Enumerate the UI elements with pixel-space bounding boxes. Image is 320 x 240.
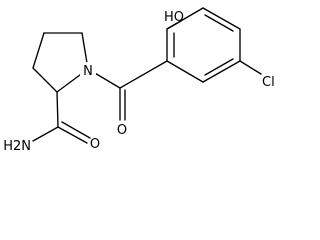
atom-label-nitrogen: N — [83, 64, 93, 79]
atom-label-amide-nitrogen: H2N — [3, 139, 31, 154]
benzene-ring — [166, 7, 241, 83]
atom-labels: N HO Cl O O H2N — [3, 10, 274, 154]
pyrrolidine-ring — [32, 32, 89, 93]
bond-ring-cl — [239, 60, 262, 75]
bond-ring-3 — [202, 7, 241, 30]
atom-label-hydroxyl: HO — [164, 10, 184, 25]
bond-ring-5 — [202, 60, 241, 83]
bond-amide-c-o-1 — [57, 126, 88, 144]
molecule-drawing: N HO Cl O O H2N — [3, 7, 275, 154]
bond-c2-amide-c — [56, 91, 59, 128]
carboxamide-group — [32, 91, 91, 144]
bond-ring-inner-c — [204, 58, 234, 76]
bond-c3-c4 — [32, 32, 45, 69]
bond-ring-6 — [166, 60, 204, 83]
bond-ring-inner-b — [204, 14, 234, 32]
atom-label-carbonyl-oxygen: O — [117, 123, 127, 138]
bond-amide-c-n — [32, 126, 59, 142]
structure-diagram: N HO Cl O O H2N — [3, 7, 275, 154]
atom-label-amide-oxygen: O — [90, 137, 100, 152]
carbonyl-linker — [87, 60, 168, 121]
bond-carbonyl-c-ring — [119, 60, 168, 89]
atom-label-chlorine: Cl — [262, 75, 275, 90]
bond-amide-c-o-2 — [61, 121, 91, 139]
bond-ring-oh — [166, 20, 182, 30]
bond-c2-c3 — [32, 67, 58, 93]
